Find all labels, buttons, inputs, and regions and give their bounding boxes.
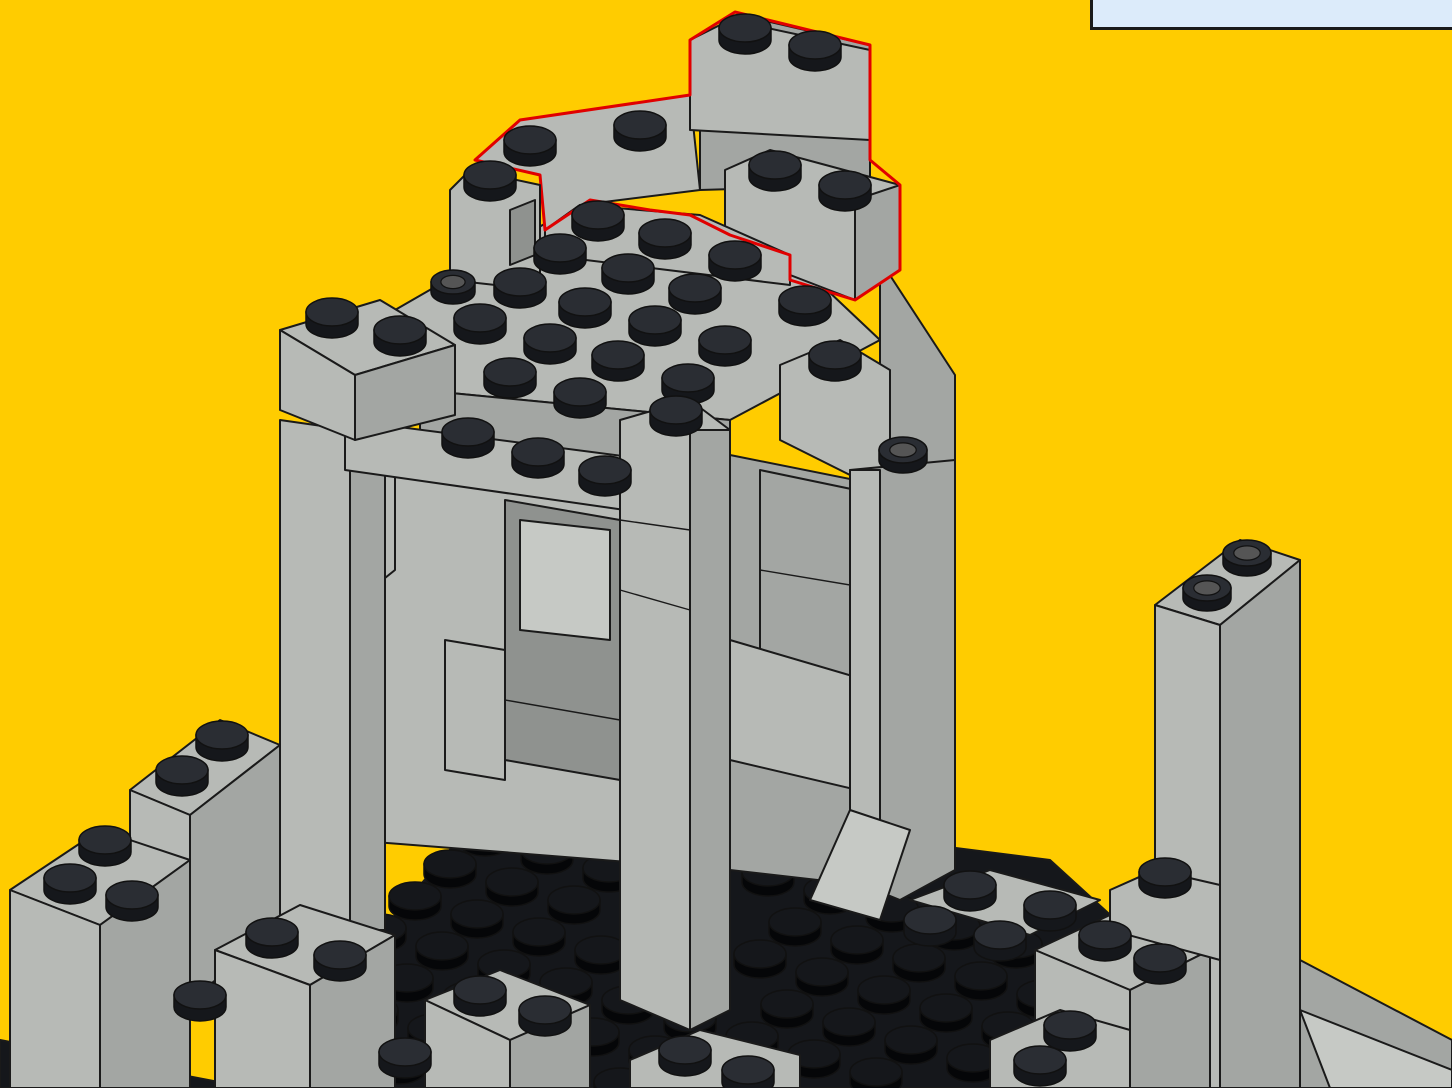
- stud: [761, 990, 813, 1028]
- stud: [722, 1056, 774, 1088]
- stud: [554, 378, 606, 418]
- stud: [106, 881, 158, 921]
- stud: [464, 161, 516, 201]
- stud: [494, 268, 546, 308]
- stud: [749, 151, 801, 191]
- stud: [592, 341, 644, 381]
- stud: [504, 126, 556, 166]
- stud: [416, 932, 468, 970]
- stud: [1223, 540, 1271, 576]
- stud: [1183, 575, 1231, 611]
- stud: [306, 298, 358, 338]
- stud: [893, 944, 945, 982]
- stud: [513, 918, 565, 956]
- stud: [246, 918, 298, 958]
- stud: [769, 908, 821, 946]
- stud: [699, 326, 751, 366]
- left-pillar: [280, 420, 385, 930]
- stud: [524, 324, 576, 364]
- stud: [709, 241, 761, 281]
- stud: [424, 850, 476, 888]
- stud: [650, 396, 702, 436]
- stud: [196, 721, 248, 761]
- stud: [519, 996, 571, 1036]
- stud: [974, 921, 1026, 961]
- stud: [614, 111, 666, 151]
- stud: [79, 826, 131, 866]
- stud: [885, 1026, 937, 1064]
- stud: [579, 456, 631, 496]
- stud: [534, 234, 586, 274]
- stud: [512, 438, 564, 478]
- stud: [454, 304, 506, 344]
- stud: [374, 316, 426, 356]
- stud: [314, 941, 366, 981]
- stud: [719, 14, 771, 54]
- stud: [669, 274, 721, 314]
- right-slope-tail: [1300, 960, 1452, 1088]
- stud: [659, 1036, 711, 1076]
- stud: [572, 201, 624, 241]
- stud: [944, 871, 996, 911]
- center-pillar: [620, 400, 730, 1030]
- stud: [174, 981, 226, 1021]
- stud: [629, 306, 681, 346]
- stud: [431, 270, 475, 304]
- stud: [602, 254, 654, 294]
- stud: [955, 962, 1007, 1000]
- stud: [779, 286, 831, 326]
- stud: [789, 31, 841, 71]
- stud: [819, 171, 871, 211]
- stud: [389, 882, 441, 920]
- stud: [559, 288, 611, 328]
- stud: [639, 219, 691, 259]
- stud: [1134, 944, 1186, 984]
- stud: [858, 976, 910, 1014]
- stud: [809, 341, 861, 381]
- stud: [379, 1038, 431, 1078]
- stud: [1079, 921, 1131, 961]
- stud: [156, 756, 208, 796]
- stud: [831, 926, 883, 964]
- stud: [1044, 1011, 1096, 1051]
- stud: [904, 906, 956, 946]
- stud: [1139, 858, 1191, 898]
- stud: [734, 940, 786, 978]
- stud: [548, 886, 600, 924]
- stud: [454, 976, 506, 1016]
- stud: [484, 358, 536, 398]
- stud: [850, 1058, 902, 1088]
- stud: [920, 994, 972, 1032]
- stud: [442, 418, 494, 458]
- stud: [451, 900, 503, 938]
- stud: [44, 864, 96, 904]
- stud: [1024, 891, 1076, 931]
- stud: [486, 868, 538, 906]
- stud: [796, 958, 848, 996]
- stud: [879, 437, 927, 473]
- stud: [823, 1008, 875, 1046]
- stud: [1014, 1046, 1066, 1086]
